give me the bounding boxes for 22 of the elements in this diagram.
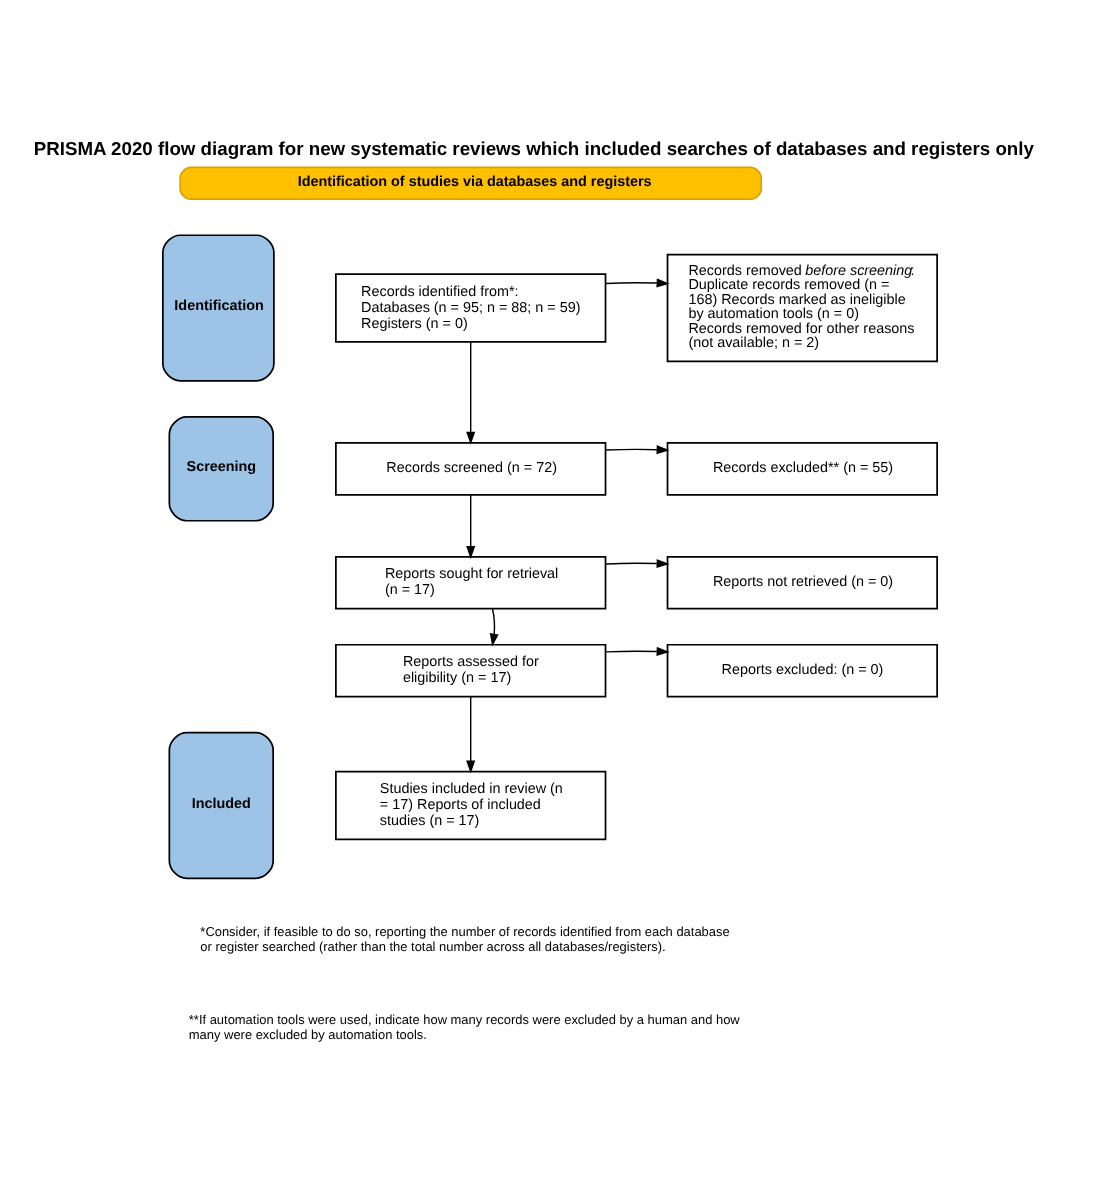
node-box: Included (168, 731, 275, 880)
arrow (605, 647, 670, 657)
arrow (605, 278, 670, 288)
arrow (489, 608, 499, 647)
node-box: Reports not retrieved (n = 0) (666, 555, 938, 610)
node-box: Records identified from*: Databases (n = 95; n = 88; n = 59) Registers (n = 0) (335, 273, 607, 343)
node-box: Reports sought for retrieval (n = 17) (335, 555, 607, 610)
arrow (466, 494, 476, 559)
node-box: Studies included in review (n = 17) Reports of included studies (n = 17) (335, 770, 607, 841)
node-box: Reports assessed for eligibility (n = 17) (335, 643, 607, 698)
arrow (605, 445, 670, 455)
arrow (466, 696, 476, 774)
node-box: Screening (168, 416, 275, 522)
arrow (466, 341, 476, 445)
node-box: Records excluded** (n = 55) (666, 442, 938, 496)
node-box: Identification (162, 234, 275, 382)
node-box: Records screened (n = 72) (335, 442, 607, 496)
diagram-title: PRISMA 2020 flow diagram for new systematic reviews which included searches of databases and registers only (33, 139, 1034, 160)
node-box: Identification of studies via databases and registers (179, 166, 763, 201)
node-box: Records removed before screening: Duplicate records removed (n = 168) Records marked as ineligible by automation tools (n = 0) Records removed for other reasons (not available; n = 2) (666, 253, 938, 363)
arrow (605, 559, 670, 569)
node-box: Reports excluded: (n = 0) (666, 643, 938, 698)
